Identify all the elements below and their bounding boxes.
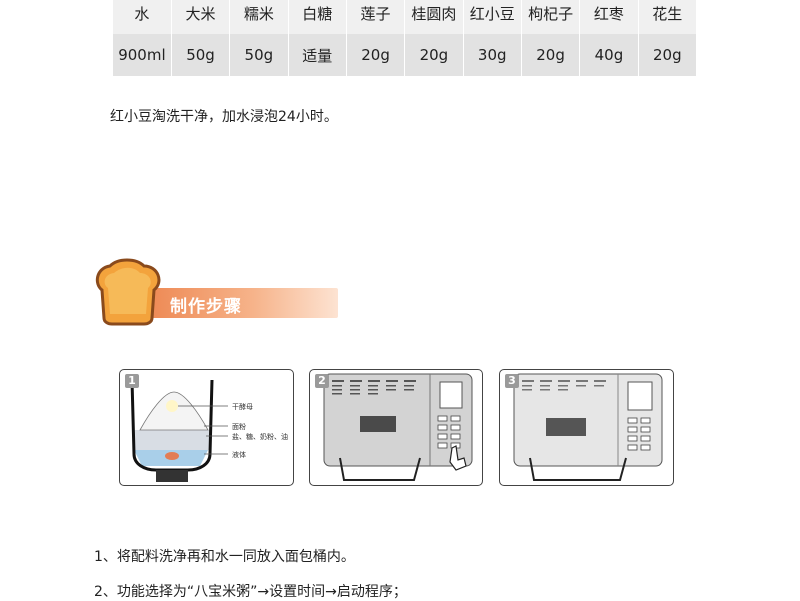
table-cell: 20g [404,34,464,76]
step-panel-1: 1 干酵母 面粉 盐、糖、奶粉、油 液体 [119,369,294,486]
table-header-row: 水 大米 糯米 白糖 莲子 桂圆肉 红小豆 枸杞子 红枣 花生 [113,0,698,34]
label-salt-sugar: 盐、糖、奶粉、油 [232,433,288,441]
section-title: 制作步骤 [170,297,242,317]
table-cell: 白糖 [288,0,347,34]
table-cell: 红枣 [579,0,639,34]
table-cell: 20g [346,34,406,76]
table-row: 900ml 50g 50g 适量 20g 20g 30g 20g 40g 20g [113,34,698,76]
step-number: 3 [505,374,519,388]
table-cell: 50g [171,34,231,76]
table-cell: 900ml [113,34,172,76]
table-cell: 适量 [288,34,347,76]
section-heading: 制作步骤 [92,256,338,326]
machine-panel-diagram [323,373,473,481]
table-cell: 40g [579,34,639,76]
machine-panel-diagram [513,373,663,481]
table-cell: 20g [521,34,581,76]
step-instruction-2: 2、功能选择为“八宝米粥”→设置时间→启动程序； [94,584,407,600]
step-instruction-1: 1、将配料洗净再和水一同放入面包桶内。 [94,549,355,565]
table-cell: 莲子 [346,0,406,34]
label-liquid: 液体 [232,451,246,459]
section-bar [150,288,338,318]
step-panel-3: 3 [499,369,674,486]
label-flour: 面粉 [232,423,246,431]
table-cell: 30g [463,34,522,76]
table-cell: 20g [638,34,698,76]
table-cell: 花生 [638,0,698,34]
ingredients-table: 水 大米 糯米 白糖 莲子 桂圆肉 红小豆 枸杞子 红枣 花生 900ml 50… [113,0,698,76]
bucket-diagram [130,379,228,482]
step-panel-2: 2 [309,369,483,486]
step-number: 2 [315,374,329,388]
table-cell: 水 [113,0,172,34]
table-cell: 红小豆 [463,0,522,34]
table-cell: 糯米 [229,0,289,34]
table-cell: 枸杞子 [521,0,581,34]
table-cell: 大米 [171,0,231,34]
table-cell: 50g [229,34,289,76]
prep-note: 红小豆淘洗干净，加水浸泡24小时。 [110,109,338,125]
table-cell: 桂圆肉 [404,0,464,34]
step-number: 1 [125,374,139,388]
label-yeast: 干酵母 [232,403,253,411]
bread-icon [95,258,161,326]
